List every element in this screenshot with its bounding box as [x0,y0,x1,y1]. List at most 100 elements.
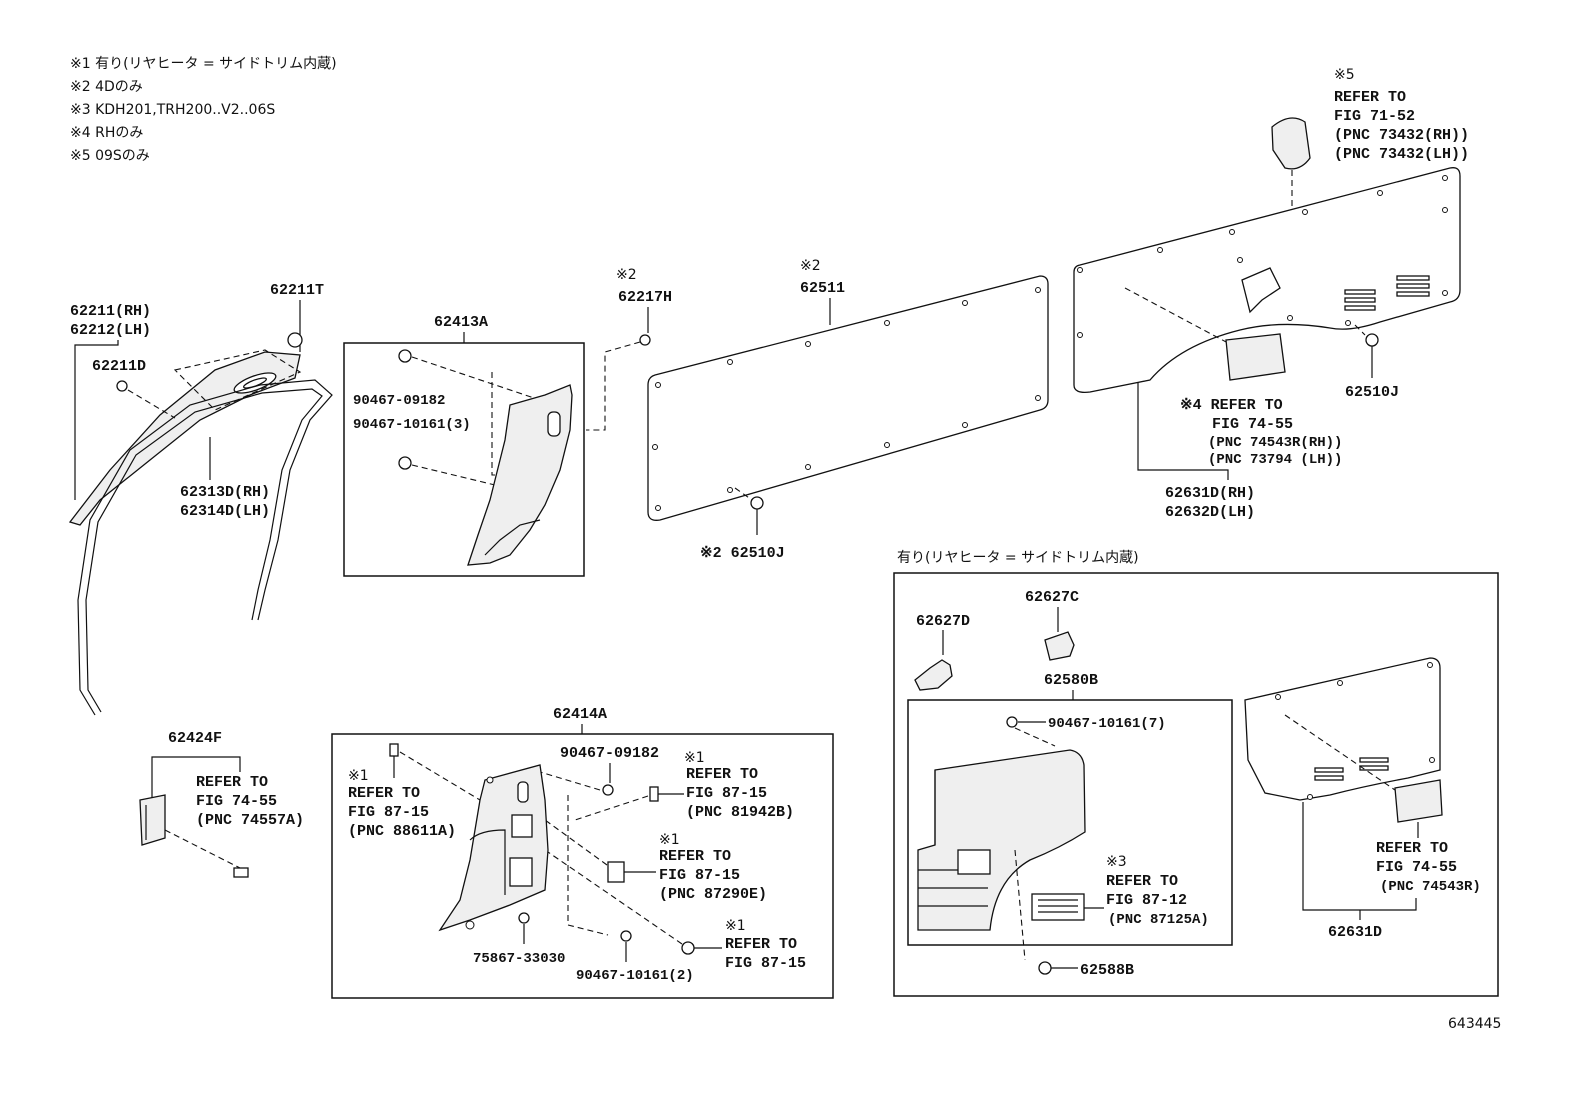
ref87290-line1[interactable]: REFER TO [659,848,731,865]
label-62510j-b[interactable]: 62510J [1345,384,1399,401]
label-90467-09182-b[interactable]: 90467-09182 [560,745,659,762]
ref4-line3[interactable]: (PNC 74543R(RH)) [1208,435,1342,451]
vent-grille [1344,275,1430,311]
ref5-line3[interactable]: (PNC 73432(RH)) [1334,127,1469,144]
ref81942-line3[interactable]: (PNC 81942B) [686,804,794,821]
label-62211-rh[interactable]: 62211(RH) [70,303,151,320]
panel-62631d-heater [1244,657,1441,801]
bracket-62424f [139,794,166,846]
ref74543-line1[interactable]: REFER TO [1376,840,1448,857]
ref8715-line1[interactable]: REFER TO [725,936,797,953]
note-3: ※3 KDH201,TRH200..V2..06S [70,102,275,118]
ref74543-line2[interactable]: FIG 74-55 [1376,859,1457,876]
clip-75867-33030 [518,912,530,924]
ref424-line3[interactable]: (PNC 74557A) [196,812,304,829]
heater-trim-62580b [917,749,1086,931]
clip-90467-10161-2 [620,930,632,942]
label-62580b[interactable]: 62580B [1044,672,1098,689]
grille-87125a [1031,893,1085,921]
ref4-line4[interactable]: (PNC 73794 (LH)) [1208,452,1342,468]
mark3: ※3 [1106,854,1127,870]
box-62413a: 62413A 90467-09182 90467-10161(3) [343,314,585,577]
mark1-d: ※1 [725,918,746,934]
note-4: ※4 RHのみ [70,125,143,141]
label-90467-09182-a[interactable]: 90467-09182 [353,393,445,409]
label-75867-33030[interactable]: 75867-33030 [473,951,565,967]
label-62212-lh[interactable]: 62212(LH) [70,322,151,339]
label-62211t[interactable]: 62211T [270,282,324,299]
quarter-trim-62414a [438,764,549,932]
ref424-line1[interactable]: REFER TO [196,774,268,791]
ref87290-line3[interactable]: (PNC 87290E) [659,886,767,903]
ref74543-line3[interactable]: (PNC 74543R) [1380,879,1481,895]
ref87125-line1[interactable]: REFER TO [1106,873,1178,890]
label-62511[interactable]: 62511 [800,280,845,297]
box-heater: 有り(リヤヒータ = サイドトリム内蔵) 62627D 62627C 62580… [893,550,1499,997]
ref81942-line2[interactable]: FIG 87-15 [686,785,767,802]
label-62632d-lh[interactable]: 62632D(LH) [1165,504,1255,521]
clip-90467-10161-7 [1006,716,1018,728]
ref87290-line2[interactable]: FIG 87-15 [659,867,740,884]
label-90467-10161-7[interactable]: 90467-10161(7) [1048,716,1166,732]
label-62424f[interactable]: 62424F [168,730,222,747]
ref5-line1[interactable]: REFER TO [1334,89,1406,106]
box-heater-title: 有り(リヤヒータ = サイドトリム内蔵) [897,550,1139,566]
label-62414a[interactable]: 62414A [553,706,607,723]
cover-74543r [1225,333,1286,381]
cap-62510j-a [750,496,764,510]
label-62413a[interactable]: 62413A [434,314,488,331]
mark-5: ※5 [1334,67,1355,83]
label-62627c[interactable]: 62627C [1025,589,1079,606]
ref8715-line2[interactable]: FIG 87-15 [725,955,806,972]
note-5: ※5 09Sのみ [70,148,150,164]
ref4-line1[interactable]: ※4 REFER TO [1180,397,1283,414]
clip-90467-09182-b [602,784,614,796]
clip-90467-a [398,349,412,363]
note-2: ※2 4Dのみ [70,79,143,95]
ref4-line2[interactable]: FIG 74-55 [1212,416,1293,433]
panel-62631d-group: ※5 REFER TO FIG 71-52 (PNC 73432(RH)) (P… [1073,67,1469,521]
ref81942-line1[interactable]: REFER TO [686,766,758,783]
clip-87-15 [681,941,695,955]
figure-id: 643445 [1448,1016,1501,1032]
label-62510j-a[interactable]: ※2 62510J [700,545,785,562]
pillar-garnish-part [68,351,301,526]
notes-block: ※1 有り(リヤヒータ = サイドトリム内蔵) ※2 4Dのみ ※3 KDH20… [70,56,337,164]
label-62217h[interactable]: 62217H [618,289,672,306]
cover-62627d [914,659,953,691]
label-90467-10161-2[interactable]: 90467-10161(2) [576,968,694,984]
ref5-line4[interactable]: (PNC 73432(LH)) [1334,146,1469,163]
clip-88611a [389,743,399,757]
cover-62627c [1044,631,1075,661]
ref5-line2[interactable]: FIG 71-52 [1334,108,1415,125]
ref88611-line1[interactable]: REFER TO [348,785,420,802]
part-73432 [1271,117,1311,170]
label-62627d[interactable]: 62627D [916,613,970,630]
panel-62511 [647,275,1049,521]
label-62211d[interactable]: 62211D [92,358,146,375]
ref87125-line2[interactable]: FIG 87-12 [1106,892,1187,909]
label-90467-10161-3[interactable]: 90467-10161(3) [353,417,471,433]
label-62631d[interactable]: 62631D [1328,924,1382,941]
box-heater-frame [893,572,1499,997]
clip-62217h [639,334,651,346]
door-weatherstrip [77,379,333,716]
cap-62211t [287,332,303,348]
mark1-c: ※1 [659,832,680,848]
label-62588b[interactable]: 62588B [1080,962,1134,979]
ref88611-line3[interactable]: (PNC 88611A) [348,823,456,840]
clip-62211d [116,380,128,392]
label-62314d-lh[interactable]: 62314D(LH) [180,503,270,520]
mark-62217h: ※2 [616,267,637,283]
part-62424f-group: 62424F REFER TO FIG 74-55 (PNC 74557A) [139,730,304,878]
ref87125-line3[interactable]: (PNC 87125A) [1108,912,1209,928]
clip-62217h-group: ※2 62217H [586,267,672,431]
mark1-a: ※1 [348,768,369,784]
clip-90467-b [398,456,412,470]
ref88611-line2[interactable]: FIG 87-15 [348,804,429,821]
ref424-line2[interactable]: FIG 74-55 [196,793,277,810]
clip-81942b [649,786,659,802]
mark1-b: ※1 [684,750,705,766]
label-62313d-rh[interactable]: 62313D(RH) [180,484,270,501]
label-62631d-rh[interactable]: 62631D(RH) [1165,485,1255,502]
